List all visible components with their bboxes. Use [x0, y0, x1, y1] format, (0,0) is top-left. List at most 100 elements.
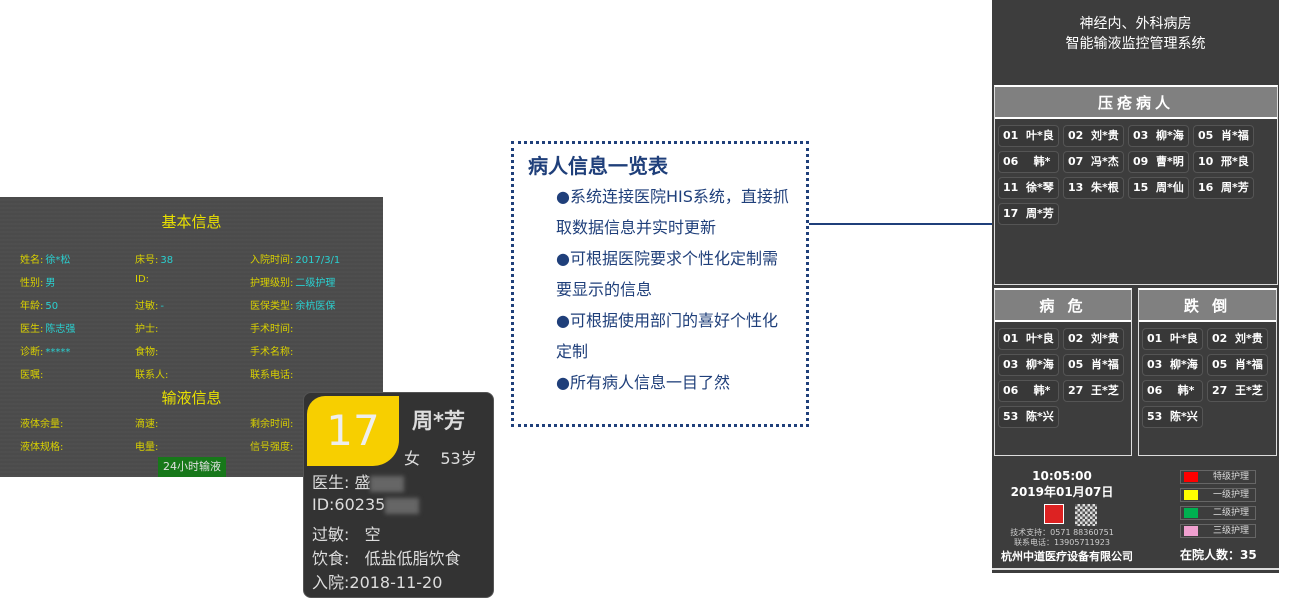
info-field: 联系电话:: [250, 366, 295, 381]
patient-chip[interactable]: 05 肖*福: [1193, 125, 1254, 147]
patient-chip[interactable]: 02 刘*贵: [1063, 328, 1124, 350]
connector-line: [809, 223, 992, 225]
patient-chip[interactable]: 06 韩*: [998, 151, 1059, 173]
patient-chip[interactable]: 06 韩*: [998, 380, 1059, 402]
infusion-field: 电量:: [135, 438, 160, 453]
contact-phone: 联系电话：13905711923: [1014, 538, 1110, 547]
field-label: 液体余量:: [20, 419, 64, 430]
patient-chip[interactable]: 07 冯*杰: [1063, 151, 1124, 173]
summary-title: 病人信息一览表: [528, 154, 668, 178]
patient-chip[interactable]: 16 周*芳: [1193, 177, 1254, 199]
field-label: 床号:: [135, 255, 159, 266]
info-field: 手术时间:: [250, 320, 295, 335]
field-value: 二级护理: [295, 278, 336, 289]
tech-support: 技术支持：0571 88360751: [1010, 528, 1114, 537]
patient-chip[interactable]: 01 叶*良: [998, 125, 1059, 147]
qr-code-icon: [1075, 504, 1097, 526]
field-label: 手术时间:: [250, 324, 294, 335]
monitor-footer: 10:05:00 2019年01月07日 技术支持：0571 88360751 …: [992, 460, 1279, 570]
patient-chip[interactable]: 05 肖*福: [1207, 354, 1268, 376]
summary-point: ●可根据医院要求个性化定制需要显示的信息: [556, 249, 778, 299]
patient-chip[interactable]: 27 王*芝: [1063, 380, 1124, 402]
field-label: 手术名称:: [250, 347, 294, 358]
inpatient-count: 在院人数：35: [1180, 548, 1257, 562]
info-field: 食物:: [135, 343, 160, 358]
infusion-field: 液体余量:: [20, 415, 65, 430]
field-label: 滴速:: [135, 419, 159, 430]
patient-chip[interactable]: 02 刘*贵: [1207, 328, 1268, 350]
summary-point: ●系统连接医院HIS系统，直接抓取数据信息并实时更新: [556, 187, 789, 237]
patient-id: ID:60235: [312, 495, 386, 514]
infusion-field: 滴速:: [135, 415, 160, 430]
patient-chip[interactable]: 11 徐*琴: [998, 177, 1059, 199]
patient-chip[interactable]: 05 肖*福: [1063, 354, 1124, 376]
field-label: 电量:: [135, 442, 159, 453]
info-field: 护士:: [135, 320, 160, 335]
info-field: 医嘱:: [20, 366, 45, 381]
info-field: 护理级别:二级护理: [250, 274, 335, 289]
field-value: 余杭医保: [295, 301, 336, 312]
patient-chip[interactable]: 15 周*仙: [1128, 177, 1189, 199]
patient-chip[interactable]: 53 陈*兴: [998, 406, 1059, 428]
field-value: 50: [45, 301, 59, 312]
infusion-field: 剩余时间:: [250, 415, 295, 430]
field-value: *****: [45, 347, 71, 358]
field-value: 陈志强: [45, 324, 76, 335]
legend-item: 三级护理: [1180, 524, 1256, 538]
field-label: ID:: [135, 274, 150, 285]
doctor-line: 医生: 盛: [312, 469, 405, 493]
id-line: ID:60235: [312, 495, 420, 514]
patient-card[interactable]: 17 周*芳 女 53岁 医生: 盛 ID:60235 过敏: 空 饮食: 低盐…: [303, 392, 494, 598]
info-field: 医生:陈志强: [20, 320, 75, 335]
info-field: 联系人:: [135, 366, 170, 381]
field-label: 年龄:: [20, 301, 44, 312]
patient-chip[interactable]: 03 柳*海: [1142, 354, 1203, 376]
clock-time: 10:05:00: [1032, 469, 1092, 483]
field-value: 徐*松: [45, 255, 71, 266]
patient-chip[interactable]: 13 朱*根: [1063, 177, 1124, 199]
patient-chip[interactable]: 01 叶*良: [1142, 328, 1203, 350]
summary-point: ●可根据使用部门的喜好个性化定制: [556, 311, 778, 361]
info-field: 诊断:*****: [20, 343, 70, 358]
patient-chip[interactable]: 01 叶*良: [998, 328, 1059, 350]
infusion-field: 信号强度:: [250, 438, 295, 453]
section-header: 压疮病人: [995, 87, 1277, 119]
infusion-field: 液体规格:: [20, 438, 65, 453]
clock-date: 2019年01月07日: [1010, 485, 1114, 499]
field-label: 食物:: [135, 347, 159, 358]
monitor-title: 神经内、外科病房智能输液监控管理系统: [992, 14, 1279, 54]
field-label: 联系人:: [135, 370, 169, 381]
legend-label: 特级护理: [1212, 472, 1249, 482]
patient-chip[interactable]: 06 韩*: [1142, 380, 1203, 402]
age: 53岁: [440, 449, 477, 468]
field-label: 联系电话:: [250, 370, 294, 381]
patient-chip[interactable]: 17 周*芳: [998, 203, 1059, 225]
patient-chip[interactable]: 10 邢*良: [1193, 151, 1254, 173]
allergy: 过敏: 空: [312, 525, 381, 544]
info-field: 床号:38: [135, 251, 173, 266]
24h-infusion-button[interactable]: 24小时输液: [158, 457, 226, 477]
field-label: 医保类型:: [250, 301, 294, 312]
patient-chip[interactable]: 53 陈*兴: [1142, 406, 1203, 428]
title-line-1: 神经内、外科病房: [1079, 16, 1192, 32]
summary-point: ●所有病人信息一目了然: [556, 373, 730, 392]
field-value: 2017/3/1: [295, 255, 341, 266]
doctor: 医生: 盛: [312, 473, 371, 492]
patient-chip[interactable]: 27 王*芝: [1207, 380, 1268, 402]
patient-chip[interactable]: 09 曹*明: [1128, 151, 1189, 173]
field-label: 姓名:: [20, 255, 44, 266]
patient-chip[interactable]: 03 柳*海: [1128, 125, 1189, 147]
patient-chip[interactable]: 03 柳*海: [998, 354, 1059, 376]
legend-swatch: [1184, 490, 1198, 500]
field-label: 护士:: [135, 324, 159, 335]
patient-chip[interactable]: 02 刘*贵: [1063, 125, 1124, 147]
field-label: 性别:: [20, 278, 44, 289]
field-label: 过敏:: [135, 301, 159, 312]
field-value: 男: [45, 278, 56, 289]
info-field: 年龄:50: [20, 297, 58, 312]
summary-box: 病人信息一览表 ●系统连接医院HIS系统，直接抓取数据信息并实时更新 ●可根据医院…: [511, 141, 809, 427]
field-label: 诊断:: [20, 347, 44, 358]
